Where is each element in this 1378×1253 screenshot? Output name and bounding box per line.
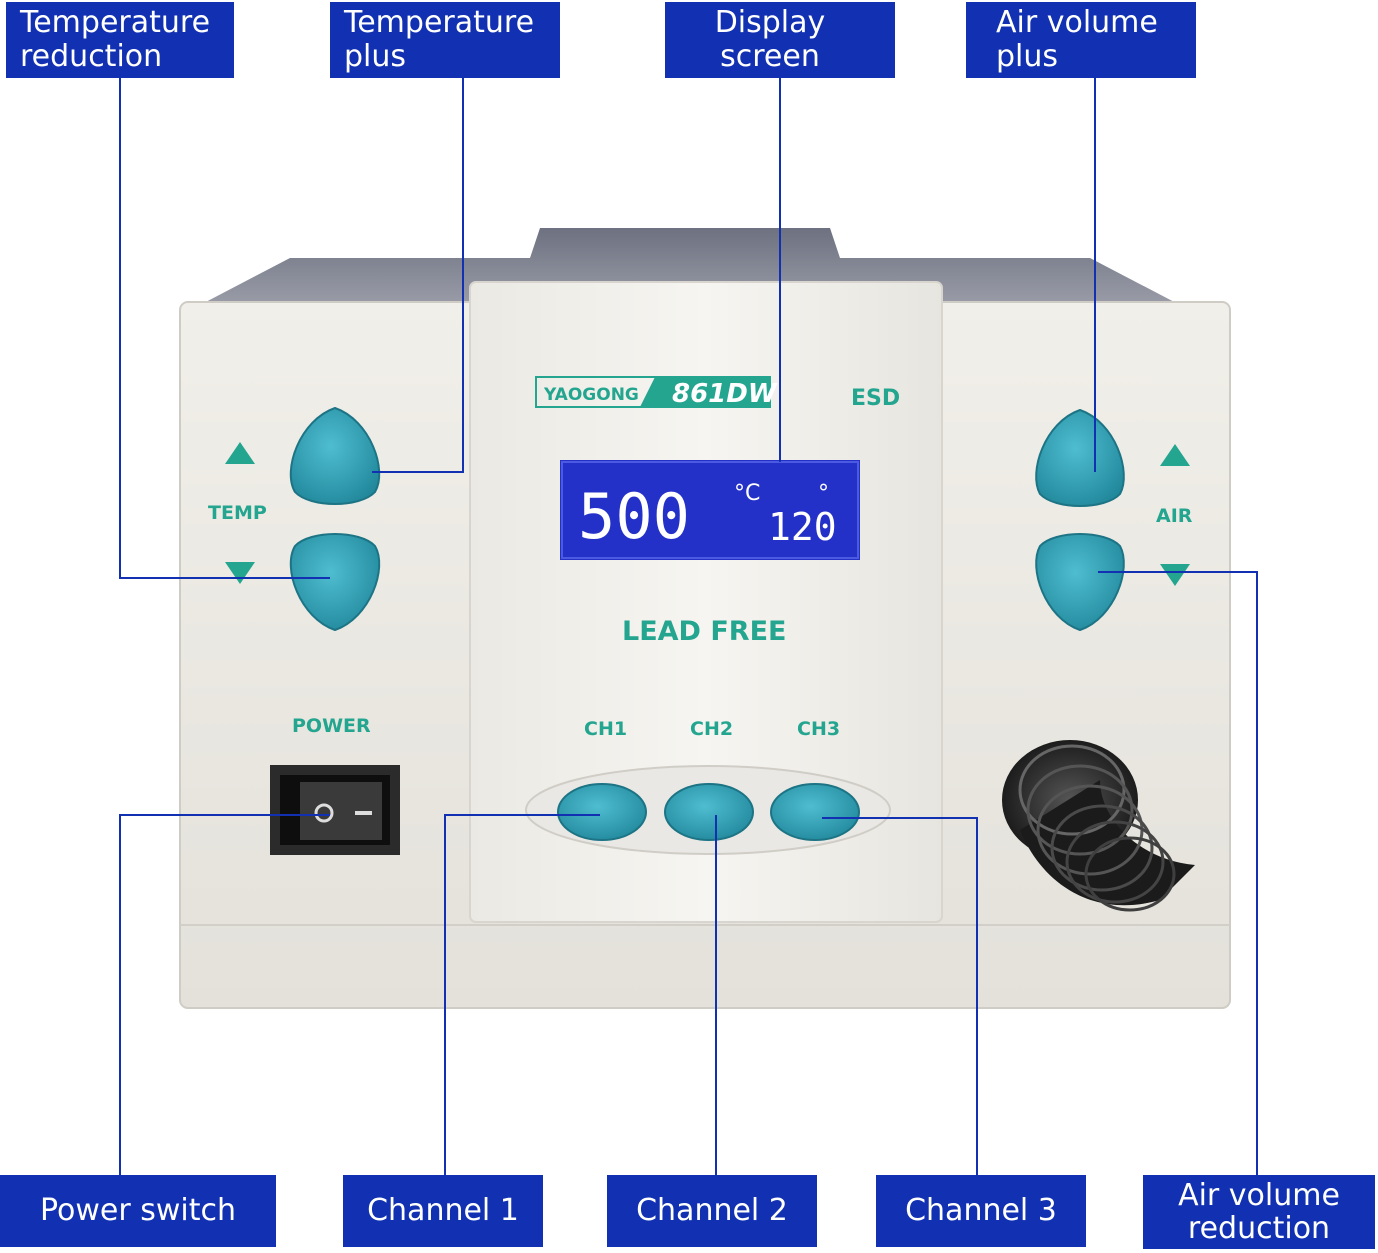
ch1-button [557,783,647,841]
callout-air-volume-reduction: Air volume reduction [1143,1175,1375,1249]
leader-lines [119,78,1258,1175]
air-label: AIR [1156,505,1193,527]
triangle-up-icon [225,442,255,464]
brand-text: YAOGONG [543,385,639,405]
display-screen [560,460,860,560]
ch2-button [664,783,754,841]
air-plus-button [1035,408,1125,507]
rocker-switch-icon [270,765,400,855]
triangle-down-icon [1160,564,1190,586]
triangle-down-icon [225,562,255,584]
ch2-label: CH2 [690,718,733,740]
callout-temperature-plus: Temperature plus [330,2,560,78]
ch3-label: CH3 [797,718,840,740]
temp-minus-button [289,533,381,632]
temp-plus-button [289,406,381,505]
callout-channel-1: Channel 1 [343,1175,543,1247]
model-text: 861DW [672,379,778,409]
callout-temperature-reduction: Temperature reduction [6,2,234,78]
esd-label: ESD [851,386,900,411]
ch1-label: CH1 [584,718,627,740]
air-minus-button [1035,533,1125,632]
ch3-button [770,783,860,841]
air-hose-icon [1002,740,1195,912]
callout-power-switch: Power switch [0,1175,276,1247]
display-air: 120 [768,505,837,549]
triangle-up-icon [1160,444,1190,466]
callout-air-volume-plus: Air volume plus [966,2,1196,78]
display-temp-unit: °C [734,481,760,506]
center-panel [469,281,943,923]
callout-display-screen: Display screen [665,2,895,78]
lead-free-label: LEAD FREE [622,616,786,647]
display-temperature: 500 [578,480,690,553]
callout-channel-3: Channel 3 [876,1175,1086,1247]
display-air-unit: ° [818,481,829,506]
power-label: POWER [292,715,371,737]
callout-channel-2: Channel 2 [607,1175,817,1247]
temp-label: TEMP [208,502,267,524]
